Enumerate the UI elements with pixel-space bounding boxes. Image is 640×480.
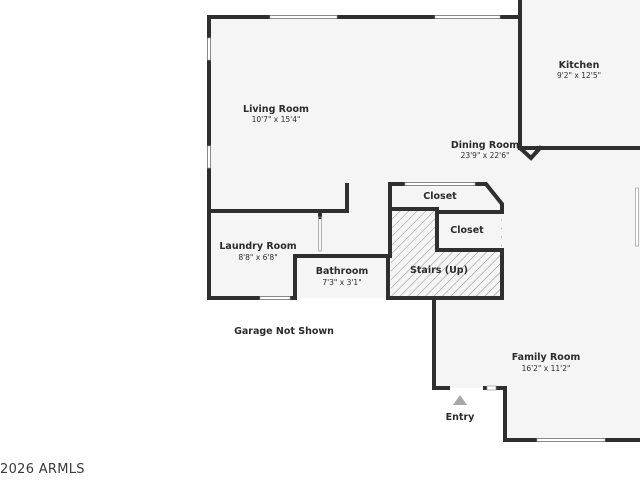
windows <box>207 15 639 442</box>
dining-room-dims: 23'9" x 22'6" <box>461 151 510 160</box>
garage-note: Garage Not Shown <box>234 326 334 337</box>
bathroom-dims: 7'3" x 3'1" <box>322 278 361 287</box>
family-room-name: Family Room <box>512 352 581 363</box>
closet-top-name: Closet <box>423 191 457 202</box>
dining-room-name: Dining Room <box>451 140 519 151</box>
laundry-room-dims: 8'8" x 6'8" <box>238 253 277 262</box>
living-room-dims: 10'7" x 15'4" <box>252 115 301 124</box>
kitchen-name: Kitchen <box>559 60 600 71</box>
copyright-text: 2026 ARMLS <box>0 462 85 477</box>
entry-arrow-icon <box>453 395 467 405</box>
window-frames <box>207 15 639 442</box>
entry-label: Entry <box>446 412 475 423</box>
family-room-dims: 16'2" x 11'2" <box>522 364 571 373</box>
stairs-name: Stairs (Up) <box>410 265 468 276</box>
living-room-name: Living Room <box>243 104 309 115</box>
closet-inner-floor <box>437 212 501 250</box>
closet-inner-name: Closet <box>450 225 484 236</box>
bathroom-name: Bathroom <box>316 266 369 277</box>
laundry-room-name: Laundry Room <box>219 241 296 252</box>
entry-door <box>486 385 497 391</box>
walls <box>207 0 640 442</box>
kitchen-dims: 9'2" x 12'5" <box>557 71 601 80</box>
